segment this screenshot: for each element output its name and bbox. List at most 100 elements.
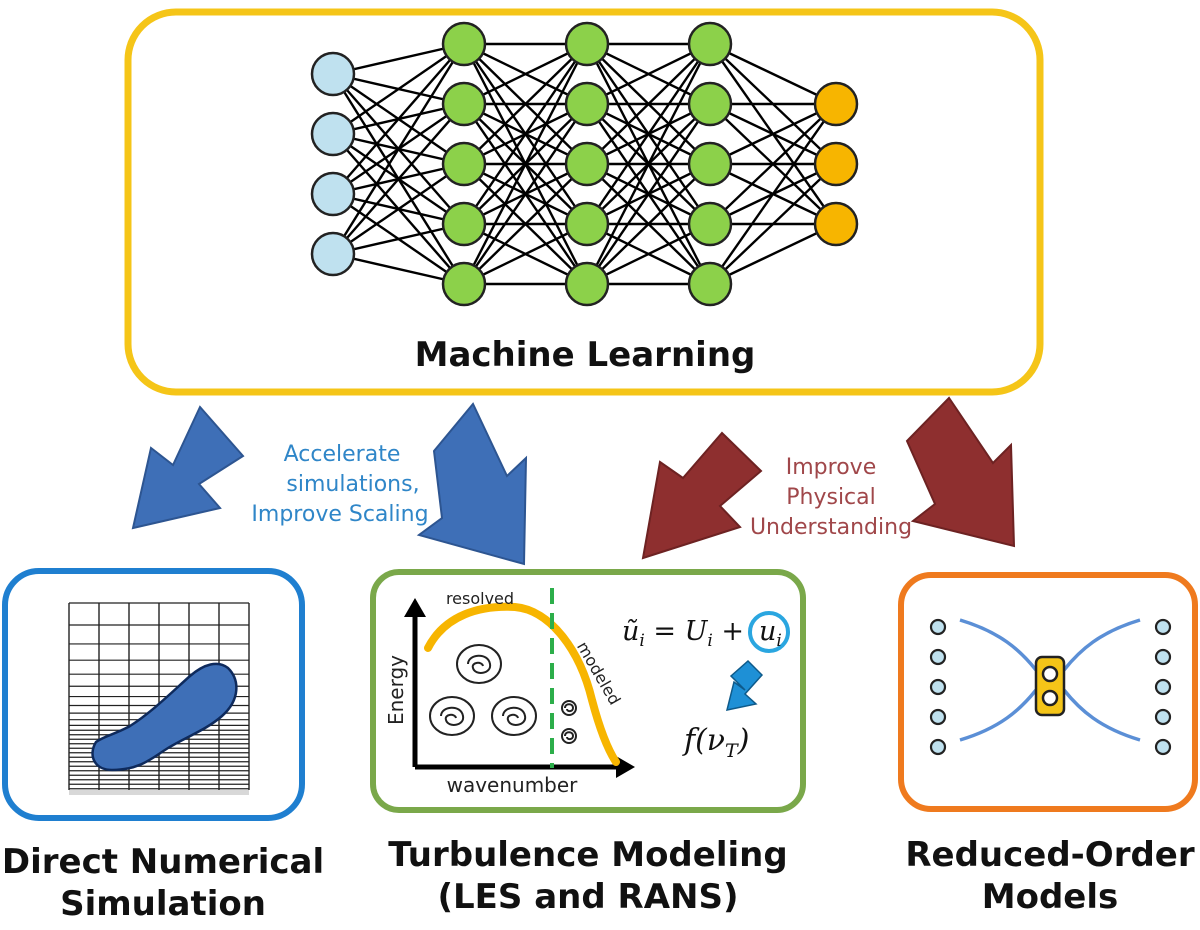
machine-learning-panel: Machine Learning xyxy=(124,8,1044,396)
fluctuation-highlight-circle xyxy=(748,611,790,653)
nn-hidden-node xyxy=(687,21,733,67)
arrows: Accelerate simulations, Improve Scaling … xyxy=(131,396,1016,566)
energy-axis-label: Energy xyxy=(384,655,408,725)
nn-connection xyxy=(463,43,588,225)
machine-learning-title: Machine Learning xyxy=(415,335,756,375)
understanding-label-line3: Understanding xyxy=(750,515,912,540)
eq-f-prefix: f(ν xyxy=(682,723,725,758)
rom-io-node xyxy=(929,648,947,666)
dns-flow-structure xyxy=(91,662,238,772)
nn-connection xyxy=(462,43,589,285)
rom-nodes xyxy=(929,618,1172,756)
svg-text:ui: ui xyxy=(759,616,782,651)
eddy-viscosity-function: f(νT) xyxy=(682,723,749,762)
accelerate-label-line3: Improve Scaling xyxy=(251,502,428,527)
nn-hidden-node xyxy=(687,261,733,307)
nn-connection xyxy=(585,43,712,285)
eq-u: u xyxy=(759,616,776,647)
rom-io-node xyxy=(1154,618,1172,636)
nn-hidden-node xyxy=(564,141,610,187)
nn-connection xyxy=(463,42,588,106)
nn-connection xyxy=(586,163,711,285)
eq-lhs-sub: i xyxy=(639,631,644,651)
nn-connection xyxy=(463,103,588,285)
energy-axis-arrowhead xyxy=(404,598,426,617)
dns-title-line2: Simulation xyxy=(60,884,266,924)
accelerate-label: Accelerate simulations, Improve Scaling xyxy=(251,442,428,527)
nn-connection xyxy=(709,103,837,285)
eq-mid: = U xyxy=(645,616,709,647)
understanding-label: Improve Physical Understanding xyxy=(750,455,912,540)
wavenumber-axis-label: wavenumber xyxy=(447,773,579,797)
nn-input-node xyxy=(310,171,356,217)
nn-hidden-node xyxy=(441,141,487,187)
understanding-label-line1: Improve xyxy=(786,455,876,480)
nn-connection xyxy=(332,43,465,195)
eddies xyxy=(429,644,577,744)
nn-hidden-node xyxy=(564,201,610,247)
nn-hidden-node xyxy=(564,81,610,127)
rom-panel: Reduced-Order Models xyxy=(898,572,1198,917)
nn-hidden-node xyxy=(441,201,487,247)
nn-hidden-node xyxy=(441,261,487,307)
nn-connection xyxy=(332,103,465,255)
model-arrow xyxy=(725,659,764,711)
nn-hidden-node xyxy=(687,81,733,127)
eq-f-suffix: ) xyxy=(737,723,750,758)
understanding-label-line2: Physical xyxy=(786,485,876,510)
arrow-to-turbulence-red xyxy=(641,431,763,560)
resolved-label: resolved xyxy=(446,589,514,608)
turbulence-title-line1: Turbulence Modeling xyxy=(388,835,787,875)
nn-output-node xyxy=(813,201,859,247)
arrow-to-rom xyxy=(905,396,1016,548)
nn-connection xyxy=(332,42,465,76)
eddy-small-2 xyxy=(561,728,577,744)
eq-lhs: ũ xyxy=(622,616,639,647)
svg-text:ũi = Ui +: ũi = Ui + xyxy=(622,616,744,651)
arrow-to-dns xyxy=(131,405,245,530)
nn-input-node xyxy=(310,51,356,97)
nn-hidden-node xyxy=(687,141,733,187)
rom-title-line1: Reduced-Order xyxy=(905,835,1195,875)
rom-encoder-decoder-lines xyxy=(959,618,1141,742)
energy-spectrum-axes xyxy=(404,598,635,778)
nn-hidden-node xyxy=(441,21,487,67)
nn-connection xyxy=(586,222,711,286)
nn-connection xyxy=(463,163,588,285)
eddy-large-3 xyxy=(491,696,537,736)
nn-connection xyxy=(709,222,837,286)
energy-spectrum-curve xyxy=(424,602,620,766)
nn-hidden-node xyxy=(564,21,610,67)
accelerate-label-line1: Accelerate xyxy=(284,442,401,467)
neural-network-connections xyxy=(331,42,837,286)
wavenumber-axis-arrowhead xyxy=(616,756,635,778)
rom-io-node xyxy=(1154,648,1172,666)
rom-io-node xyxy=(929,708,947,726)
rom-title-line2: Models xyxy=(982,877,1118,917)
eq-u-sub: i xyxy=(776,631,781,651)
nn-hidden-node xyxy=(441,81,487,127)
nn-input-node xyxy=(310,231,356,277)
nn-output-node xyxy=(813,81,859,127)
nn-connection xyxy=(586,43,711,165)
eq-plus: + xyxy=(713,616,744,647)
dns-panel: Direct Numerical Simulation xyxy=(2,568,324,924)
neural-network-nodes xyxy=(310,21,859,307)
nn-connection xyxy=(332,163,465,255)
dns-title-line1: Direct Numerical xyxy=(2,842,324,882)
nn-connection xyxy=(709,103,837,225)
turbulence-title-line2: (LES and RANS) xyxy=(437,877,738,917)
dns-border xyxy=(2,568,305,821)
nn-connection xyxy=(331,43,466,255)
rom-io-node xyxy=(1154,738,1172,756)
nn-connection xyxy=(332,222,465,256)
rom-latent-space xyxy=(1034,655,1066,717)
arrow-to-turbulence-blue xyxy=(416,402,528,566)
nn-connection xyxy=(332,43,465,135)
eddy-small-1 xyxy=(561,700,577,716)
eddy-large-1 xyxy=(456,644,502,684)
nn-input-node xyxy=(310,111,356,157)
nn-connection xyxy=(586,43,711,225)
nn-connection xyxy=(463,222,588,286)
